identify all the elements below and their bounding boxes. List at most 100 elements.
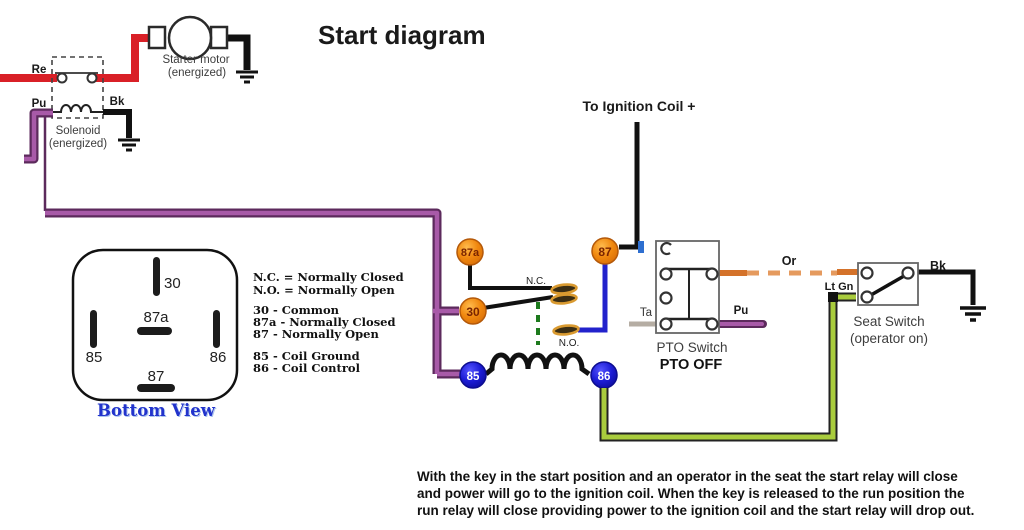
legend-line: 85 - Coil Ground xyxy=(253,349,360,363)
pin-slot-87 xyxy=(137,384,175,392)
purple-stub-wire-outline xyxy=(24,108,53,164)
terminal-30-label: 30 xyxy=(466,305,480,319)
pto-switch: Ta Pu Or PTO Switch PTO OFF xyxy=(629,240,860,373)
notes-line: and power will go to the ignition coil. … xyxy=(417,486,965,501)
notes-line: run relay will close providing power to … xyxy=(417,503,974,518)
terminal-87 xyxy=(591,237,619,265)
bk-wire-label: Bk xyxy=(110,96,125,108)
no-label: N.O. xyxy=(559,338,580,349)
seat-switch: Lt Gn Bk Seat Switch (operator on) xyxy=(825,259,986,346)
seat-bk-wire xyxy=(913,269,976,305)
legend-line: 87 - Normally Open xyxy=(253,327,379,341)
pin-slot-86 xyxy=(213,310,220,348)
seat-terminal-2 xyxy=(901,266,915,280)
terminal-87-label: 87 xyxy=(598,245,612,259)
pu-wire-label: Pu xyxy=(32,98,47,110)
or-wire-label: Or xyxy=(782,254,797,268)
solenoid-label: Solenoid xyxy=(56,125,101,137)
terminal-87a xyxy=(456,238,484,266)
pin-30-label: 30 xyxy=(164,275,181,292)
pto-terminal-3 xyxy=(659,291,673,305)
green-wire-corner-dot xyxy=(828,292,838,302)
solenoid-black-wire xyxy=(103,109,132,138)
purple-rail xyxy=(45,210,460,377)
terminal-85-label: 85 xyxy=(467,371,480,383)
legend-line: 30 - Common xyxy=(253,303,340,317)
red-wire xyxy=(0,34,152,82)
seat-state-label: (operator on) xyxy=(850,331,928,346)
light-green-wire xyxy=(599,292,856,442)
nc-label: N.C. xyxy=(526,276,546,287)
solenoid-contact-left xyxy=(56,72,68,84)
pin-slot-87a xyxy=(137,327,172,335)
starter-motor-body xyxy=(167,15,213,61)
relay-coil xyxy=(484,352,591,377)
pto-terminal-5 xyxy=(705,317,719,331)
terminal-87a-label: 87a xyxy=(461,247,480,259)
pto-terminal-4 xyxy=(659,317,673,331)
ltgn-wire-label: Lt Gn xyxy=(825,281,854,293)
pin-87a-label: 87a xyxy=(143,309,169,326)
solenoid-state: (energized) xyxy=(49,138,107,150)
legend-line: 87a - Normally Closed xyxy=(253,315,396,329)
pto-pu-wire-label: Pu xyxy=(734,305,749,317)
pto-terminal-open xyxy=(660,241,672,256)
legend-line: N.C. = Normally Closed xyxy=(253,270,404,284)
pto-state-label: PTO OFF xyxy=(660,357,723,373)
ignition-black-wire xyxy=(619,122,640,250)
starter-black-wire xyxy=(227,34,251,70)
solenoid-dashed-box xyxy=(51,56,104,119)
terminal-85 xyxy=(459,361,487,389)
pin-86-label: 86 xyxy=(210,349,227,366)
relay-legend: N.C. = Normally Closed N.O. = Normally O… xyxy=(253,270,404,375)
pto-switch-label: PTO Switch xyxy=(656,340,727,355)
purple-stub-wire xyxy=(24,110,53,162)
starter-motor-label: Starter motor xyxy=(162,54,229,66)
notes-line: With the key in the start position and a… xyxy=(417,469,958,484)
legend-line: N.O. = Normally Open xyxy=(253,283,395,297)
pin-85-label: 85 xyxy=(86,349,103,366)
solenoid-contact-right xyxy=(86,72,98,84)
pin-slot-30 xyxy=(153,257,160,296)
starter-brush-left xyxy=(147,25,167,50)
seat-terminal-3 xyxy=(860,290,874,304)
purple-feed-wire xyxy=(45,208,460,379)
re-wire-label: Re xyxy=(32,64,47,76)
pin-slot-85 xyxy=(90,310,97,348)
terminal-30 xyxy=(459,297,487,325)
ignition-label: To Ignition Coil + xyxy=(583,98,696,114)
explanation-text: With the key in the start position and a… xyxy=(417,469,974,518)
relay-armature xyxy=(482,295,554,310)
pin-87-label: 87 xyxy=(148,368,165,385)
starter-brush-right xyxy=(209,25,229,50)
ground-symbol-seat xyxy=(960,306,986,322)
start-relay-schematic: 87a 87 30 85 86 N.C. N.O. xyxy=(456,237,619,389)
ground-symbol-solenoid xyxy=(118,138,140,152)
seat-bk-wire-label: Bk xyxy=(930,259,946,273)
bottom-view-caption: Bottom View xyxy=(97,401,216,420)
ground-symbol-starter xyxy=(236,70,258,84)
relay-outline xyxy=(71,248,239,402)
no-contact-fixed xyxy=(552,324,580,336)
terminal-86-label: 86 xyxy=(598,371,611,383)
seat-switch-label: Seat Switch xyxy=(853,314,924,329)
page-title: Start diagram xyxy=(318,20,486,50)
relay-bottom-view: 30 87a 85 86 87 Bottom View xyxy=(71,248,239,420)
wire-87-to-no xyxy=(578,263,608,333)
seat-terminal-1 xyxy=(860,266,874,280)
armature-contact xyxy=(550,293,578,305)
starter-solenoid-assembly: Re Pu Bk Starter motor (energized) Solen… xyxy=(0,15,258,211)
pto-terminal-1 xyxy=(659,267,673,281)
legend-line: 86 - Coil Control xyxy=(253,361,361,375)
ignition-feed: To Ignition Coil + xyxy=(583,98,696,253)
seat-switch-blade xyxy=(870,274,905,297)
pto-terminal-2 xyxy=(705,267,719,281)
ta-wire-label: Ta xyxy=(640,307,653,319)
starter-motor-state: (energized) xyxy=(168,67,226,79)
green-wire-fill xyxy=(601,294,856,440)
nc-contact-fixed xyxy=(550,283,578,295)
wire-87a-to-nc xyxy=(468,262,552,290)
blue-connector-tick xyxy=(638,241,644,253)
